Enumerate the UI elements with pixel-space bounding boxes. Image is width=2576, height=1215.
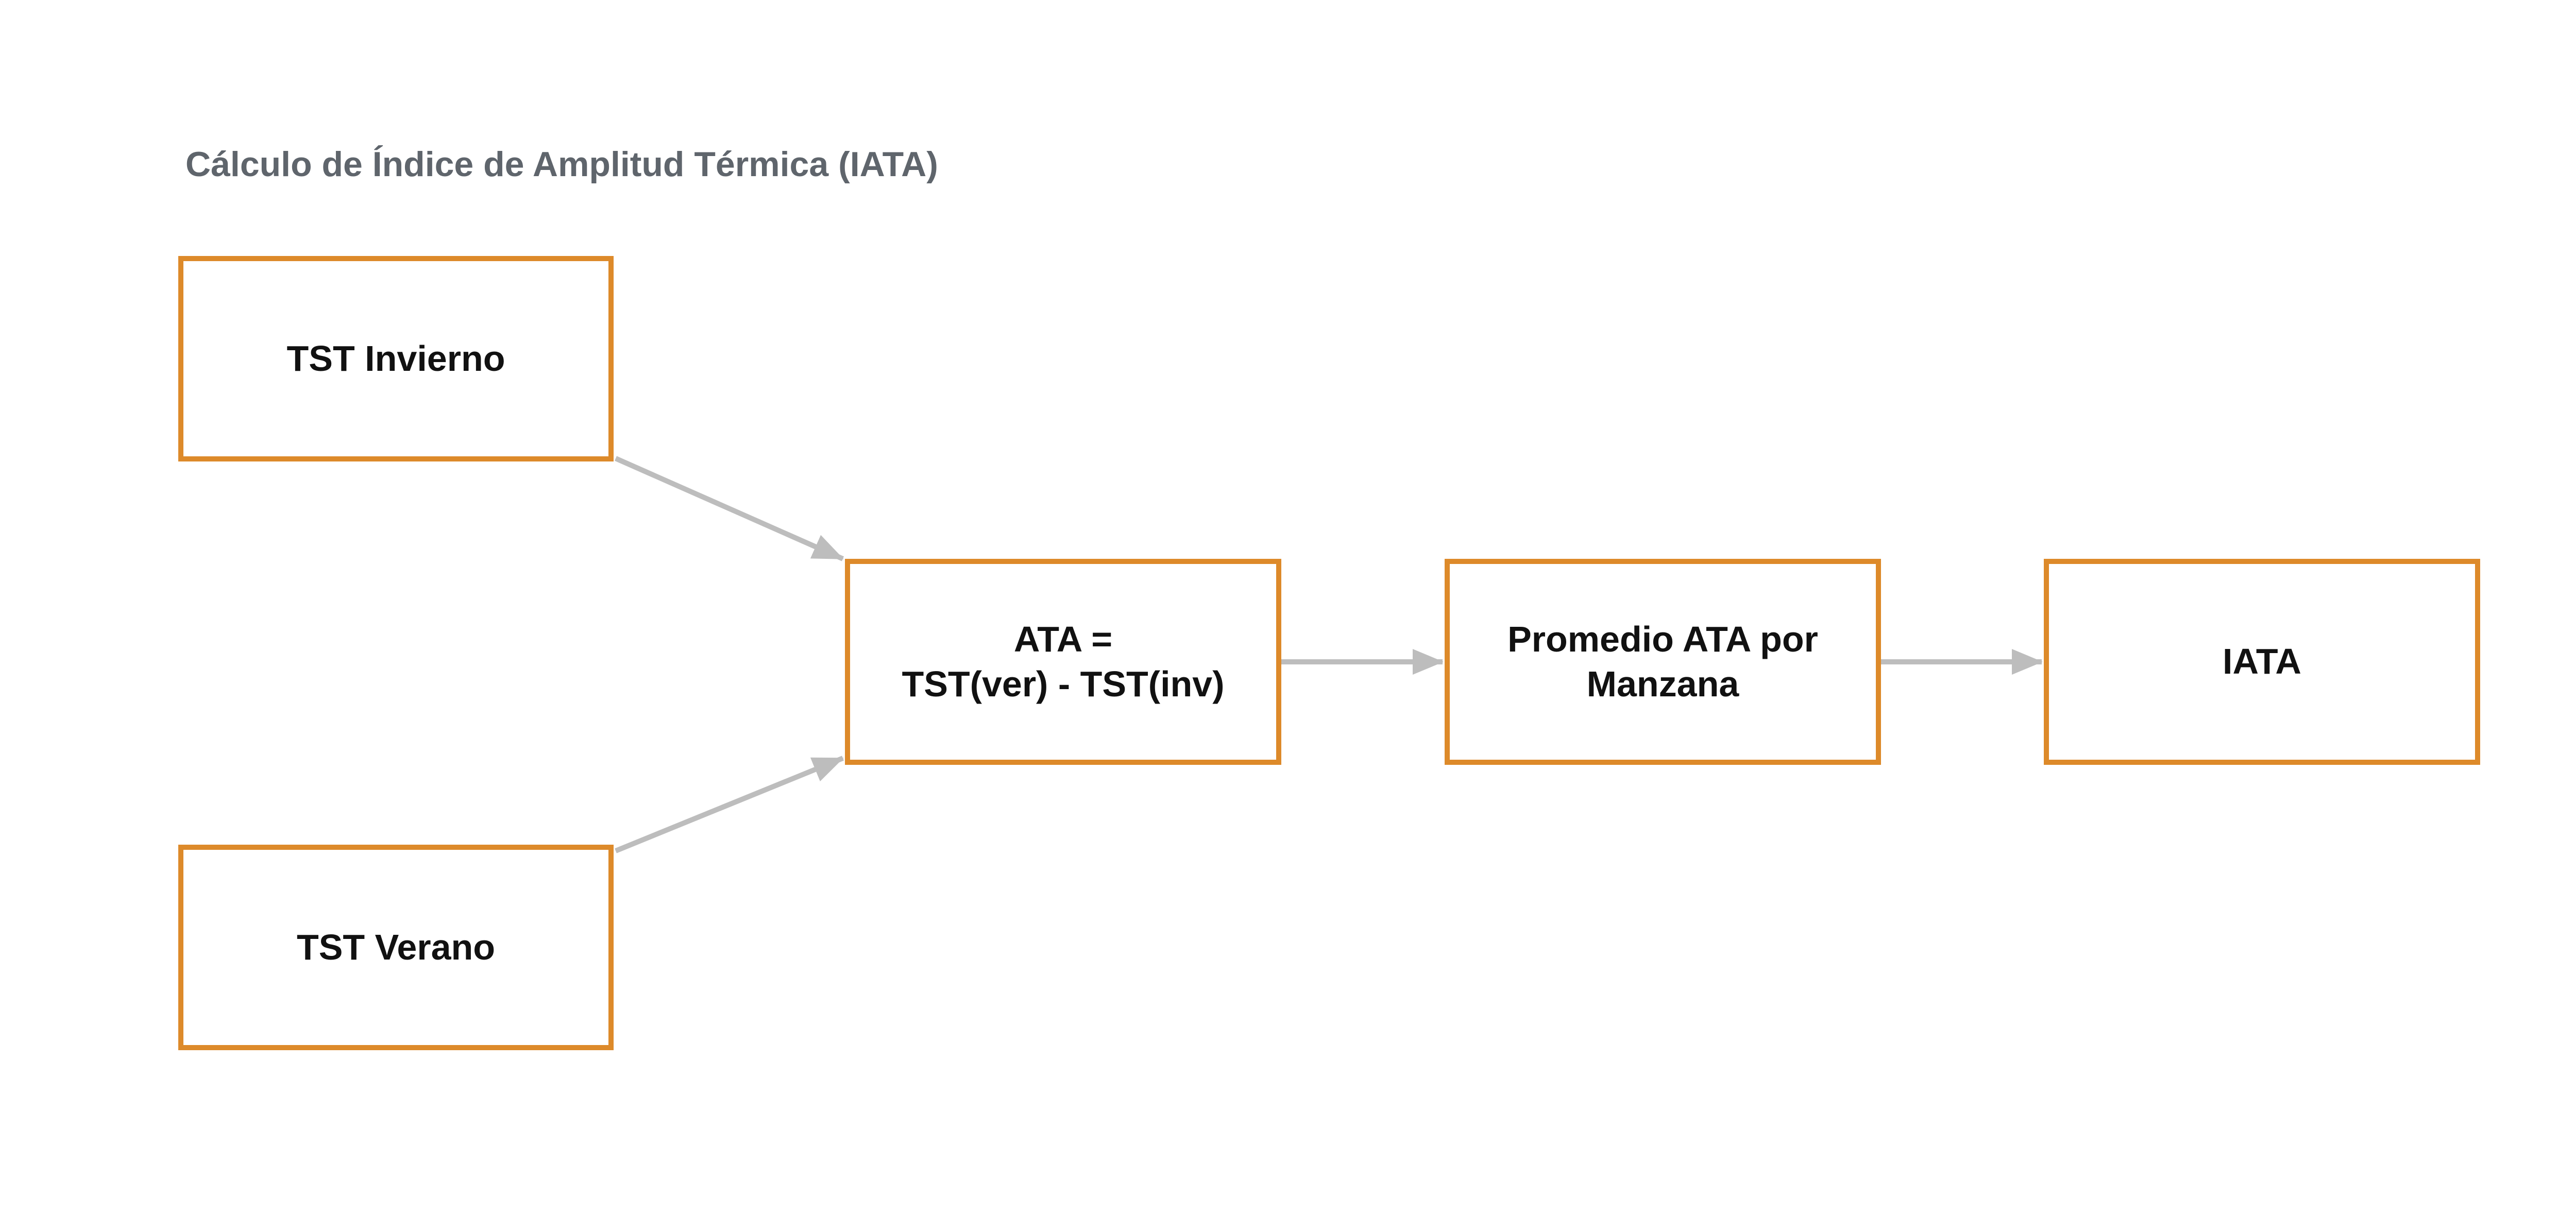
node-label-line-2: Manzana (1586, 664, 1739, 704)
node-label-line-1: Promedio ATA por (1507, 619, 1818, 659)
node-promedio-ata: Promedio ATA por Manzana (1445, 559, 1881, 765)
edge-invierno-to-ata (614, 456, 844, 561)
node-tst-verano: TST Verano (178, 845, 614, 1050)
node-label-line-2: TST(ver) - TST(inv) (902, 664, 1225, 704)
node-label: IATA (2223, 641, 2301, 682)
node-label: TST Verano (296, 927, 496, 967)
node-label-line-1: ATA = (1013, 619, 1113, 659)
node-label: TST Invierno (286, 338, 505, 379)
node-ata-formula: ATA = TST(ver) - TST(inv) (845, 559, 1281, 765)
node-tst-invierno: TST Invierno (178, 256, 614, 461)
node-iata: IATA (2044, 559, 2480, 765)
diagram-title: Cálculo de Índice de Amplitud Térmica (I… (185, 145, 938, 184)
edge-verano-to-ata (615, 756, 844, 853)
